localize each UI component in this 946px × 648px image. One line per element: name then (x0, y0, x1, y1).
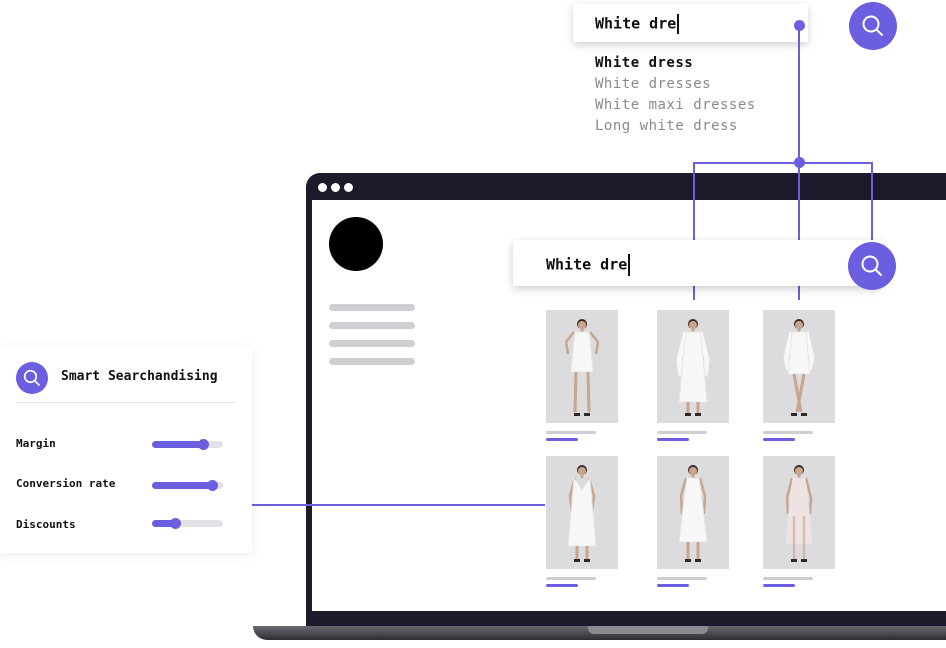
search-icon (23, 369, 40, 386)
product-image[interactable] (546, 456, 618, 569)
slider-handle[interactable] (170, 518, 182, 529)
avatar (329, 217, 383, 271)
product-title-placeholder (763, 431, 813, 434)
panel-divider (16, 402, 235, 403)
laptop-notch (588, 626, 708, 634)
product-title-placeholder (546, 431, 596, 434)
product-image[interactable] (763, 310, 835, 423)
placeholder-text-line (329, 304, 415, 311)
site-search-bar[interactable]: White dre (513, 240, 883, 286)
product-card[interactable] (657, 310, 729, 441)
metric-label-conversion-rate: Conversion rate (16, 477, 116, 490)
metric-label-discounts: Discounts (16, 518, 76, 531)
top-search-button[interactable] (849, 2, 897, 50)
text-caret (628, 254, 630, 276)
slider-fill (152, 482, 213, 489)
top-search-query: White dre (595, 14, 677, 33)
site-search-input[interactable]: White dre (546, 254, 630, 276)
site-search-button[interactable] (848, 242, 896, 290)
search-icon (862, 15, 883, 36)
product-image[interactable] (763, 456, 835, 569)
product-price-placeholder (546, 438, 578, 441)
connector-line (211, 504, 545, 506)
product-card[interactable] (657, 456, 729, 587)
product-image[interactable] (657, 456, 729, 569)
connector-node (794, 20, 805, 31)
conversion-rate-slider[interactable] (152, 480, 223, 491)
top-search-input[interactable]: White dre (595, 14, 679, 34)
text-caret (677, 14, 679, 34)
connector-line (798, 25, 800, 163)
connector-line (871, 162, 873, 244)
suggestion-item[interactable]: White maxi dresses (595, 97, 756, 113)
suggestion-item[interactable]: White dress (595, 55, 694, 71)
search-suggestions: White dress White dresses White maxi dre… (595, 53, 756, 137)
product-card[interactable] (763, 456, 835, 587)
product-title-placeholder (763, 577, 813, 580)
panel-search-badge (16, 362, 48, 394)
metric-label-margin: Margin (16, 437, 56, 450)
suggestion-item[interactable]: Long white dress (595, 118, 738, 134)
slider-handle[interactable] (198, 439, 210, 450)
search-icon (861, 255, 882, 276)
slider-handle[interactable] (207, 480, 219, 491)
slider-fill (152, 520, 176, 527)
product-title-placeholder (546, 577, 596, 580)
top-search-bar[interactable]: White dre (573, 4, 808, 42)
panel-title: Smart Searchandising (61, 369, 218, 384)
connector-line (693, 162, 873, 164)
suggestion-item[interactable]: White dresses (595, 76, 712, 92)
margin-slider[interactable] (152, 439, 223, 450)
product-card[interactable] (546, 456, 618, 587)
discounts-slider[interactable] (152, 518, 223, 529)
product-image[interactable] (546, 310, 618, 423)
connector-line (693, 162, 695, 300)
connector-line (798, 162, 800, 300)
window-dots-icon (318, 183, 353, 192)
product-price-placeholder (763, 584, 795, 587)
placeholder-text-line (329, 358, 415, 365)
site-search-query: White dre (546, 255, 628, 274)
product-card[interactable] (763, 310, 835, 441)
product-price-placeholder (763, 438, 795, 441)
product-price-placeholder (546, 584, 578, 587)
product-title-placeholder (657, 577, 707, 580)
placeholder-text-line (329, 322, 415, 329)
product-price-placeholder (657, 438, 689, 441)
product-price-placeholder (657, 584, 689, 587)
product-title-placeholder (657, 431, 707, 434)
product-card[interactable] (546, 310, 618, 441)
slider-fill (152, 441, 204, 448)
product-image[interactable] (657, 310, 729, 423)
placeholder-text-line (329, 340, 415, 347)
